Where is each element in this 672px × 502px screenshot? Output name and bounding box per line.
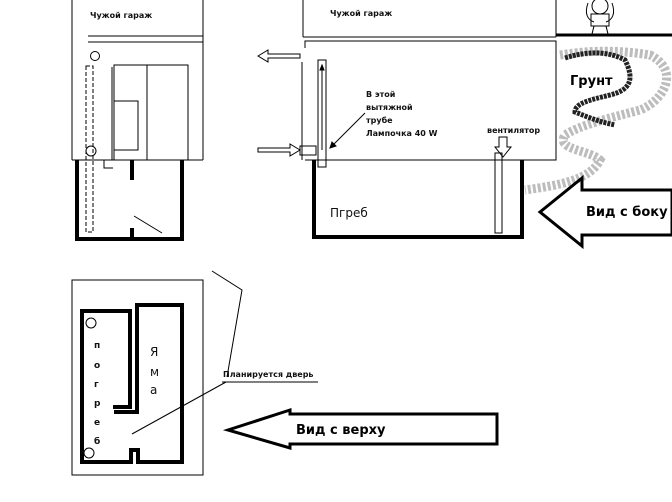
plan-view xyxy=(71,279,499,476)
pipe-note-line: трубе xyxy=(366,115,393,125)
pit-letter: Я xyxy=(150,345,158,359)
garage-top-view xyxy=(71,0,243,378)
top-view-label: Вид с верху xyxy=(296,423,386,438)
cellar-and-pit-walls xyxy=(80,303,184,464)
cellar-letter: б xyxy=(94,436,100,447)
side-view xyxy=(257,0,672,250)
vent-pipe xyxy=(494,152,503,234)
garage-label: Чужой гараж xyxy=(90,11,152,20)
person-figure xyxy=(585,0,615,35)
exhaust-pipe xyxy=(317,59,327,168)
pit-letter: м xyxy=(150,365,159,379)
pipe-circle-icon xyxy=(83,447,95,459)
door-note: Планируется дверь xyxy=(223,370,314,379)
cellar-letter: р xyxy=(94,399,101,409)
pipe-note-line: В этой xyxy=(366,90,395,99)
side-view-label: Вид с боку xyxy=(586,205,668,220)
cellar-label: Пгреб xyxy=(330,206,368,220)
pipe-circle-icon xyxy=(85,145,97,157)
side-view-arrow-icon xyxy=(537,174,672,250)
cellar-letter: п xyxy=(94,341,100,351)
cellar-letter: е xyxy=(94,418,100,428)
air-in-arrow-icon xyxy=(257,143,301,157)
pit-letter: а xyxy=(150,383,157,397)
pipe-note-line: вытяжной xyxy=(366,103,413,112)
soil-label: Грунт xyxy=(570,74,613,89)
cellar-letter: о xyxy=(94,361,100,371)
pipe-circle-icon xyxy=(85,317,97,329)
fan-label: вентилятор xyxy=(487,126,540,135)
side-garage-label: Чужой гараж xyxy=(330,9,392,18)
pipe-circle-icon xyxy=(90,51,100,61)
fan-arrow-icon xyxy=(493,136,513,158)
pipe-note-line: Лампочка 40 W xyxy=(366,129,438,138)
cellar-letter: г xyxy=(94,380,99,390)
top-view-arrow-icon xyxy=(222,407,499,450)
air-out-arrow-icon xyxy=(257,49,301,63)
